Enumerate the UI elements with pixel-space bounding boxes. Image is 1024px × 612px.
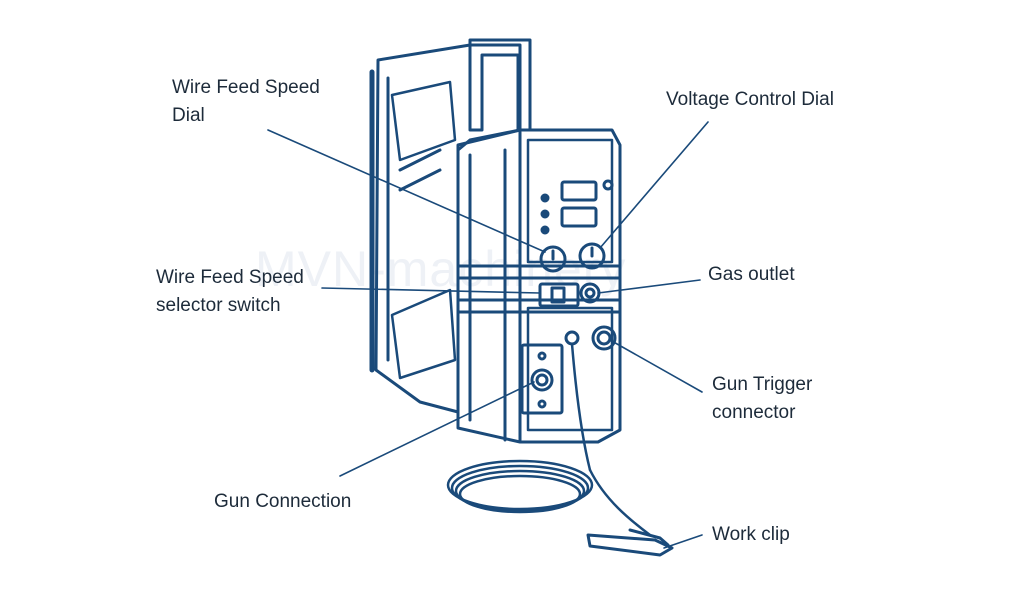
welder-front-housing [456,128,622,444]
wire-feed-speed-dial-knob [539,245,567,273]
voltage-control-dial-knob [578,242,606,270]
label-line: Dial [172,105,205,126]
label-gas-outlet: Gas outlet [708,261,795,289]
label-line: connector [712,402,796,423]
label-wire-feed-speed-selector: Wire Feed Speed selector switch [156,264,304,320]
work-clip-drawing [586,528,674,557]
welder-back-case [369,43,522,414]
label-line: Voltage Control Dial [666,89,834,110]
label-gun-connection: Gun Connection [214,488,351,516]
label-line: Gas outlet [708,264,795,285]
label-line: Wire Feed Speed [156,267,304,288]
label-line: Gun Trigger [712,374,813,395]
label-gun-trigger-connector: Gun Trigger connector [712,371,812,427]
label-work-clip: Work clip [712,521,790,549]
label-line: Wire Feed Speed [172,77,320,98]
label-voltage-control-dial: Voltage Control Dial [666,86,834,114]
selector-switch-and-gas-outlet [538,282,601,308]
carry-handle [468,38,532,132]
label-line: Work clip [712,524,790,545]
digital-displays [540,179,614,235]
label-line: Gun Connection [214,491,352,512]
label-line: selector switch [156,295,281,316]
leader-lines [267,121,709,549]
lower-connectors [520,325,617,415]
label-wire-feed-speed-dial: Wire Feed Speed Dial [172,74,320,130]
coiled-cable [446,342,652,537]
